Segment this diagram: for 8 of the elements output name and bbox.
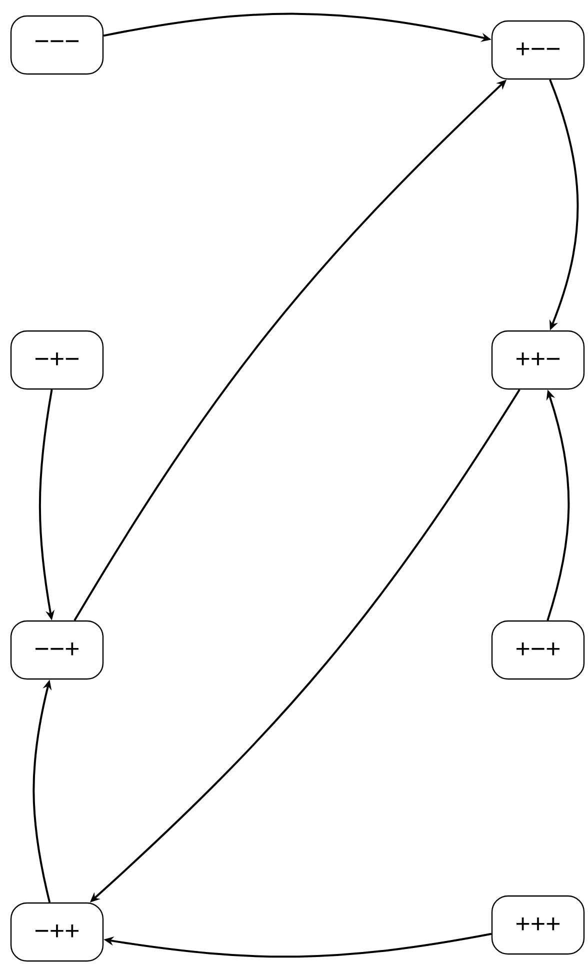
state-box: +−+ [491,620,585,680]
state-box: +−− [491,20,585,80]
state-box: ++− [491,330,585,390]
state-box: +++ [491,895,585,955]
state-box: −++ [10,902,104,962]
state-box: −−− [10,15,104,75]
state-box: −−+ [10,620,104,680]
state-box: −+− [10,330,104,390]
